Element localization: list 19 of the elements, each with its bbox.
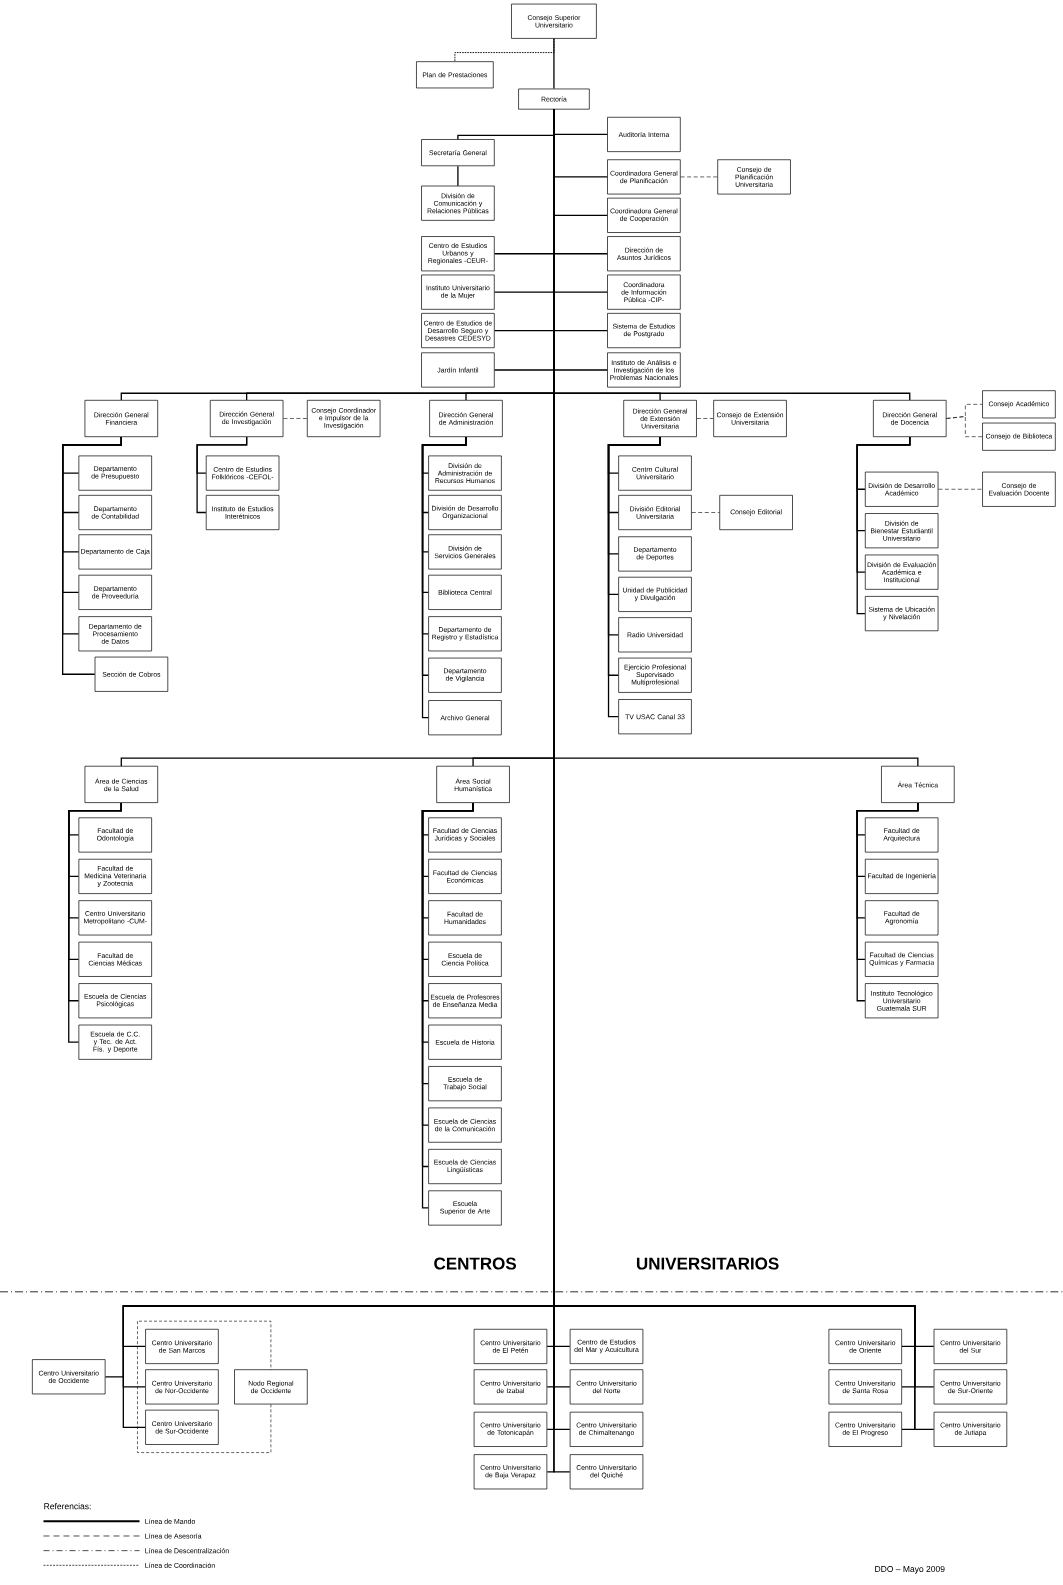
connector-line xyxy=(856,802,919,1002)
connector-line xyxy=(691,512,720,513)
connector-line xyxy=(696,418,714,419)
connector-line xyxy=(946,416,983,437)
connector-line xyxy=(282,418,308,419)
connector-line xyxy=(454,38,555,62)
section-heading: UNIVERSITARIOS xyxy=(636,1257,779,1270)
connector-line xyxy=(67,802,122,1043)
connector-line xyxy=(421,436,467,719)
connector-line xyxy=(196,436,248,514)
connector-line xyxy=(457,165,459,187)
date-note: DDO – Mayo 2009 xyxy=(875,1566,945,1574)
connector-line xyxy=(680,176,718,178)
connector-line xyxy=(856,436,911,615)
legend-heading: Referencias: xyxy=(44,1503,91,1510)
connector-line xyxy=(61,436,122,675)
connector-line xyxy=(553,38,555,90)
section-heading: CENTROS xyxy=(434,1257,516,1270)
connector-line xyxy=(937,488,983,490)
